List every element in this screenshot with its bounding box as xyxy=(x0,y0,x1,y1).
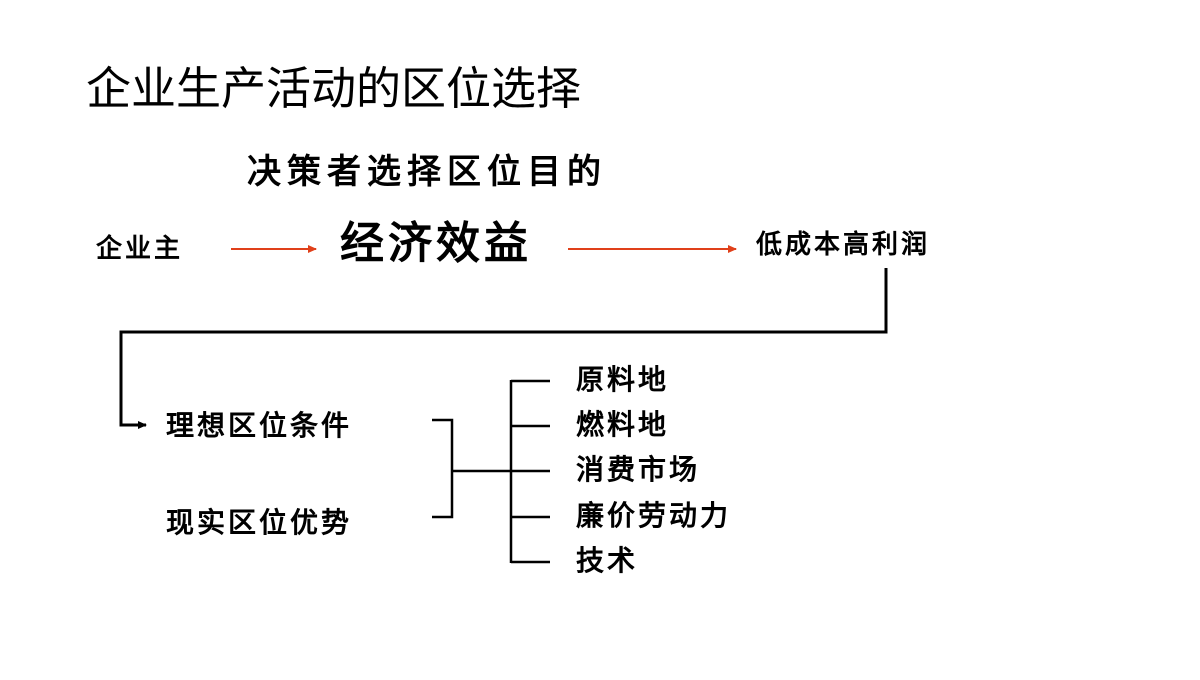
node-ideal-conditions: 理想区位条件 xyxy=(166,409,353,442)
connector-result-to-conditions xyxy=(119,268,888,429)
node-economic-benefit: 经济效益 xyxy=(340,218,532,269)
factor-fuel: 燃料地 xyxy=(576,408,670,441)
node-low-cost-high-profit: 低成本高利润 xyxy=(756,230,931,260)
factor-consumer-market: 消费市场 xyxy=(576,453,701,486)
factor-technology: 技术 xyxy=(576,544,639,577)
slide-subtitle: 决策者选择区位目的 xyxy=(247,152,607,192)
factor-cheap-labor: 廉价劳动力 xyxy=(576,499,732,532)
conditions-bracket xyxy=(432,418,454,519)
slide-title: 企业生产活动的区位选择 xyxy=(86,62,582,115)
factor-raw-material: 原料地 xyxy=(576,363,670,396)
node-owner: 企业主 xyxy=(96,234,184,264)
node-actual-advantages: 现实区位优势 xyxy=(166,506,353,539)
